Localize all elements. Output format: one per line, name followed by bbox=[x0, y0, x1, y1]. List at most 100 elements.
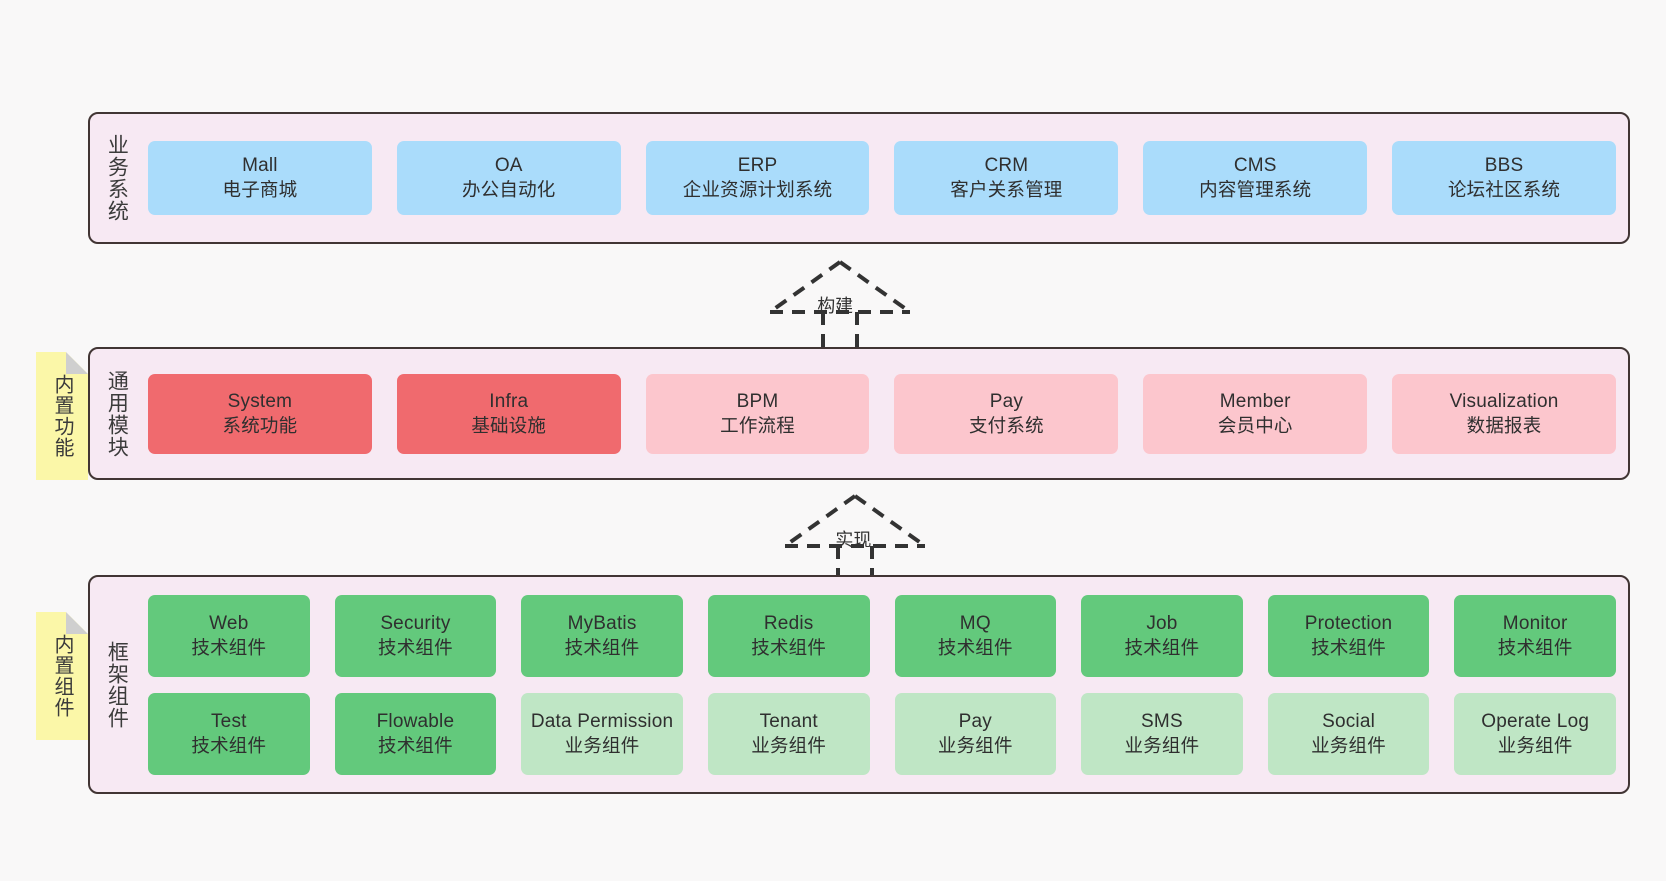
node-mybatis-name: MyBatis bbox=[567, 612, 637, 634]
framework-components-row-tech: Web 技术组件 Security 技术组件 MyBatis 技术组件 Redi… bbox=[148, 594, 1616, 677]
node-security-name: Security bbox=[380, 612, 451, 634]
layer-business-systems-title: 业务系统 bbox=[105, 134, 129, 222]
layer-business-systems: 业务系统 Mall 电子商城 OA 办公自动化 ERP 企业资源计划系统 CRM… bbox=[88, 112, 1630, 244]
node-operate-log[interactable]: Operate Log 业务组件 bbox=[1454, 692, 1616, 775]
node-erp-name: ERP bbox=[737, 155, 778, 177]
node-monitor-sub: 技术组件 bbox=[1497, 636, 1573, 658]
layer-framework-components: 框架组件 Web 技术组件 Security 技术组件 MyBatis 技术组件… bbox=[88, 575, 1630, 794]
node-mall[interactable]: Mall 电子商城 bbox=[148, 141, 372, 215]
node-crm[interactable]: CRM 客户关系管理 bbox=[894, 141, 1119, 215]
node-member-sub: 会员中心 bbox=[1217, 414, 1293, 436]
node-data-permission[interactable]: Data Permission 业务组件 bbox=[521, 692, 683, 775]
node-flowable-sub: 技术组件 bbox=[378, 734, 453, 756]
node-pay-module-sub: 支付系统 bbox=[968, 414, 1044, 436]
node-social-sub: 业务组件 bbox=[1311, 734, 1386, 756]
layer-business-systems-body: Mall 电子商城 OA 办公自动化 ERP 企业资源计划系统 CRM 客户关系… bbox=[142, 114, 1628, 242]
node-redis-name: Redis bbox=[763, 612, 814, 634]
node-pay-module[interactable]: Pay 支付系统 bbox=[894, 373, 1119, 454]
node-crm-sub: 客户关系管理 bbox=[950, 179, 1063, 201]
node-web-sub: 技术组件 bbox=[191, 636, 267, 658]
node-bbs-sub: 论坛社区系统 bbox=[1447, 179, 1561, 201]
node-protection[interactable]: Protection 技术组件 bbox=[1267, 594, 1430, 677]
node-mq[interactable]: MQ 技术组件 bbox=[894, 594, 1057, 677]
node-cms-name: CMS bbox=[1233, 155, 1277, 177]
layer-common-modules-body: System 系统功能 Infra 基础设施 BPM 工作流程 Pay 支付系统… bbox=[142, 349, 1628, 478]
node-oa-sub: 办公自动化 bbox=[461, 179, 556, 201]
node-bpm-sub: 工作流程 bbox=[720, 414, 795, 436]
node-social-name: Social bbox=[1322, 710, 1376, 732]
node-data-permission-sub: 业务组件 bbox=[564, 734, 640, 756]
layer-framework-components-title: 框架组件 bbox=[105, 640, 129, 729]
node-mybatis[interactable]: MyBatis 技术组件 bbox=[521, 594, 683, 677]
common-modules-row: System 系统功能 Infra 基础设施 BPM 工作流程 Pay 支付系统… bbox=[148, 373, 1616, 454]
node-system[interactable]: System 系统功能 bbox=[148, 373, 372, 454]
framework-components-row-business: Test 技术组件 Flowable 技术组件 Data Permission … bbox=[148, 692, 1616, 775]
node-member-name: Member bbox=[1219, 390, 1291, 412]
node-infra-sub: 基础设施 bbox=[471, 414, 547, 436]
node-redis[interactable]: Redis 技术组件 bbox=[707, 594, 870, 677]
note-fold-corner-icon bbox=[66, 612, 88, 634]
node-flowable-name: Flowable bbox=[376, 710, 455, 732]
connector-build-label: 构建 bbox=[817, 296, 854, 316]
node-test-sub: 技术组件 bbox=[191, 734, 267, 756]
node-mq-name: MQ bbox=[959, 612, 991, 634]
note-builtin-component-label: 内置组件 bbox=[51, 634, 73, 718]
node-oa-name: OA bbox=[494, 155, 523, 177]
node-member[interactable]: Member 会员中心 bbox=[1143, 373, 1368, 454]
node-pay-module-name: Pay bbox=[989, 390, 1024, 412]
node-tenant-sub: 业务组件 bbox=[751, 734, 827, 756]
node-infra[interactable]: Infra 基础设施 bbox=[396, 373, 621, 454]
node-bbs[interactable]: BBS 论坛社区系统 bbox=[1392, 141, 1616, 215]
node-redis-sub: 技术组件 bbox=[751, 636, 827, 658]
node-sms-name: SMS bbox=[1141, 710, 1183, 732]
note-builtin-function: 内置功能 bbox=[36, 352, 88, 480]
node-cms[interactable]: CMS 内容管理系统 bbox=[1143, 141, 1368, 215]
node-web-name: Web bbox=[209, 612, 249, 634]
node-bpm[interactable]: BPM 工作流程 bbox=[645, 373, 870, 454]
node-job-name: Job bbox=[1146, 612, 1178, 634]
layer-common-modules-title: 通用模块 bbox=[105, 369, 129, 458]
node-monitor[interactable]: Monitor 技术组件 bbox=[1454, 594, 1616, 677]
node-erp[interactable]: ERP 企业资源计划系统 bbox=[645, 141, 870, 215]
node-operate-log-sub: 业务组件 bbox=[1497, 734, 1573, 756]
node-job[interactable]: Job 技术组件 bbox=[1081, 594, 1243, 677]
node-flowable[interactable]: Flowable 技术组件 bbox=[334, 692, 497, 775]
node-pay-component-name: Pay bbox=[958, 710, 992, 732]
node-web[interactable]: Web 技术组件 bbox=[148, 594, 310, 677]
node-visualization-name: Visualization bbox=[1449, 390, 1559, 412]
node-visualization[interactable]: Visualization 数据报表 bbox=[1392, 373, 1616, 454]
node-oa[interactable]: OA 办公自动化 bbox=[396, 141, 621, 215]
node-protection-name: Protection bbox=[1304, 612, 1393, 634]
business-systems-row: Mall 电子商城 OA 办公自动化 ERP 企业资源计划系统 CRM 客户关系… bbox=[148, 141, 1616, 215]
node-security[interactable]: Security 技术组件 bbox=[334, 594, 497, 677]
node-mall-sub: 电子商城 bbox=[222, 179, 298, 201]
connector-build-arrow: 构建 bbox=[760, 258, 920, 354]
connector-implement-arrow: 实现 bbox=[775, 492, 935, 588]
node-tenant-name: Tenant bbox=[759, 710, 818, 732]
node-test[interactable]: Test 技术组件 bbox=[148, 692, 310, 775]
layer-common-modules: 通用模块 System 系统功能 Infra 基础设施 BPM 工作流程 Pay… bbox=[88, 347, 1630, 480]
node-erp-sub: 企业资源计划系统 bbox=[682, 179, 833, 201]
note-fold-corner-icon bbox=[66, 352, 88, 374]
node-tenant[interactable]: Tenant 业务组件 bbox=[707, 692, 870, 775]
node-sms[interactable]: SMS 业务组件 bbox=[1081, 692, 1243, 775]
node-system-name: System bbox=[227, 390, 293, 412]
node-social[interactable]: Social 业务组件 bbox=[1267, 692, 1430, 775]
node-bpm-name: BPM bbox=[736, 390, 779, 412]
note-builtin-component: 内置组件 bbox=[36, 612, 88, 740]
node-crm-name: CRM bbox=[984, 155, 1029, 177]
layer-framework-components-body: Web 技术组件 Security 技术组件 MyBatis 技术组件 Redi… bbox=[142, 577, 1628, 792]
node-visualization-sub: 数据报表 bbox=[1466, 414, 1542, 436]
node-mybatis-sub: 技术组件 bbox=[564, 636, 640, 658]
note-builtin-function-label: 内置功能 bbox=[51, 374, 73, 458]
node-system-sub: 系统功能 bbox=[222, 414, 298, 436]
connector-implement-label: 实现 bbox=[835, 530, 872, 550]
node-bbs-name: BBS bbox=[1484, 155, 1524, 177]
node-mall-name: Mall bbox=[242, 155, 278, 177]
node-pay-component-sub: 业务组件 bbox=[937, 734, 1013, 756]
node-protection-sub: 技术组件 bbox=[1311, 636, 1386, 658]
node-operate-log-name: Operate Log bbox=[1481, 710, 1590, 732]
node-pay-component[interactable]: Pay 业务组件 bbox=[894, 692, 1057, 775]
node-security-sub: 技术组件 bbox=[378, 636, 453, 658]
node-sms-sub: 业务组件 bbox=[1124, 734, 1200, 756]
